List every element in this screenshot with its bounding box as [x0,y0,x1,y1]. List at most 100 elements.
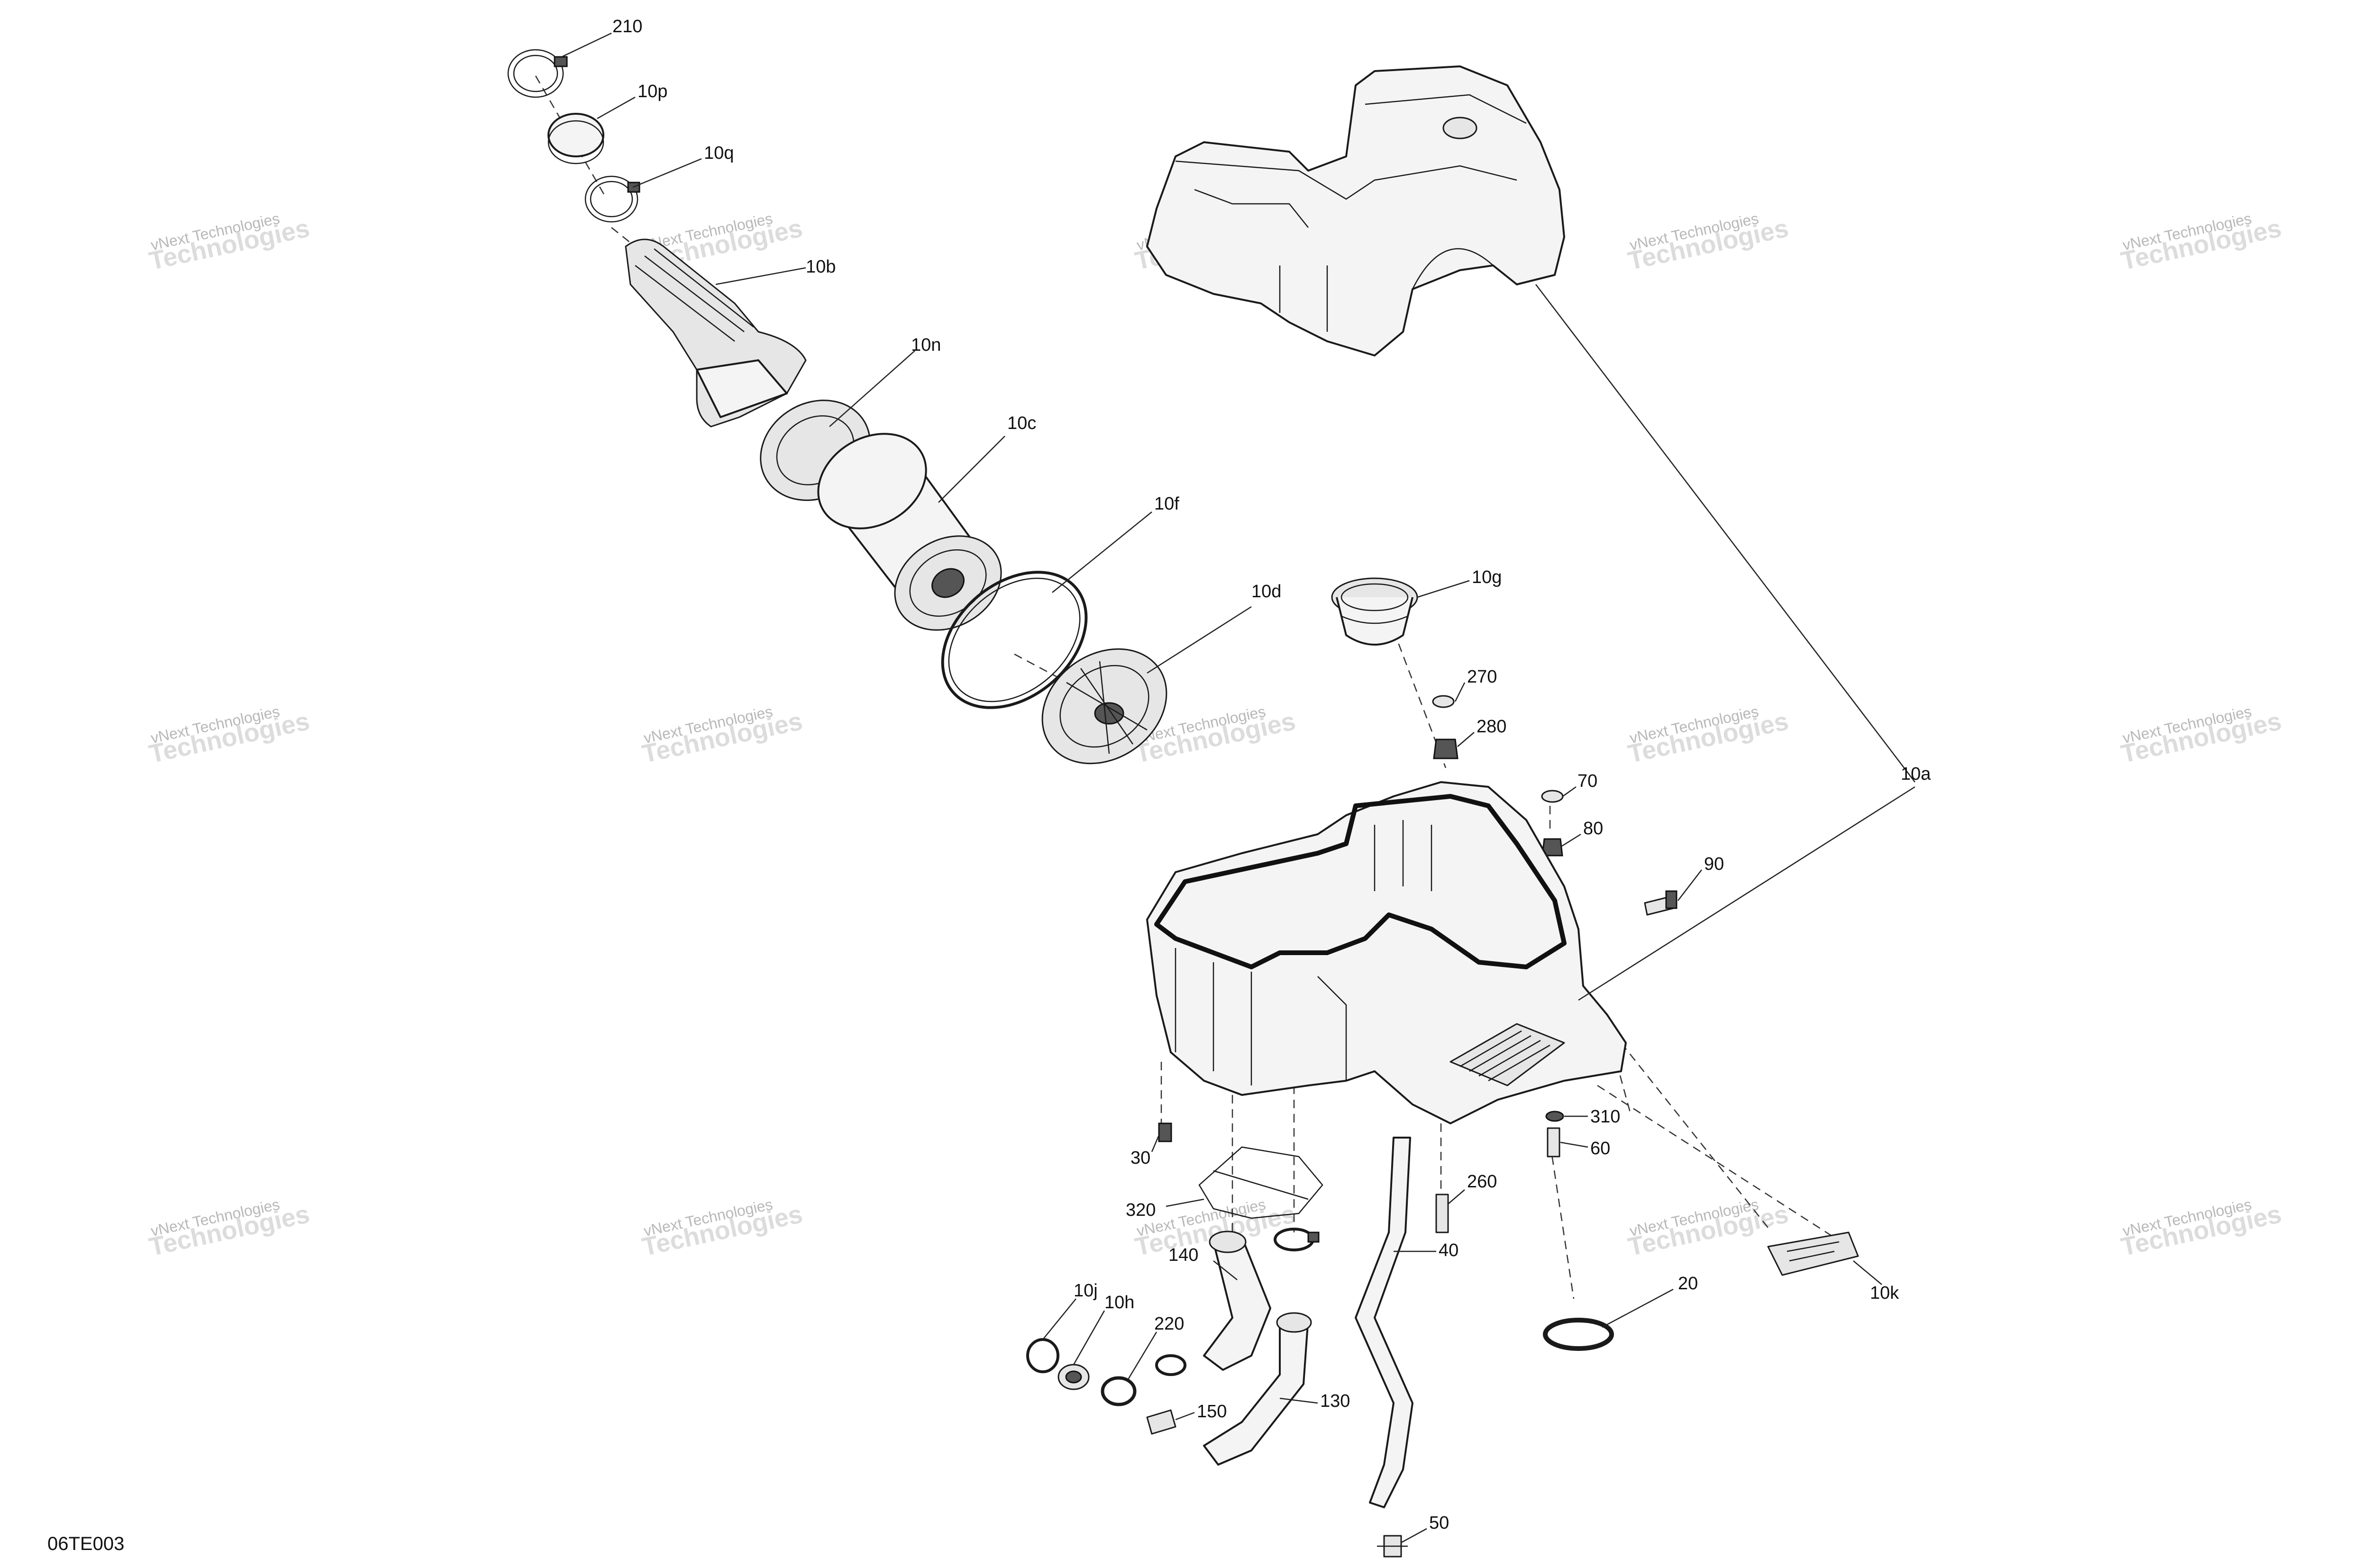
watermark: Technologies vNext Technologies [146,702,312,768]
leader-10n [829,350,915,427]
leader-260 [1448,1189,1465,1204]
watermark: Technologies vNext Technologies [2118,1195,2284,1261]
part-sleeve-10p [547,113,604,164]
part-upper-housing [1146,65,1565,356]
callout-10b: 10b [806,257,836,277]
leader-10g [1417,580,1470,598]
watermark: Technologies vNext Technologies [2118,210,2284,275]
part-clip-30 [1158,1122,1172,1142]
part-label-10k [1767,1231,1859,1276]
part-clamp-210 [507,49,568,98]
part-nut-280 [1433,738,1458,759]
callout-150: 150 [1197,1402,1227,1422]
part-clamp-20 [1543,1318,1614,1351]
part-washer-70 [1541,790,1564,803]
callout-320: 320 [1126,1200,1156,1220]
leader-10q [632,158,702,188]
callout-labels: 210 10p 10q 10b 10n 10c 10f 10d 10g 270 … [612,17,1931,1533]
axis-line [1549,1142,1575,1299]
leader-130 [1279,1397,1318,1404]
axis-line [1393,630,1447,768]
callout-10k: 10k [1870,1283,1899,1303]
part-bracket-320 [1198,1146,1323,1219]
part-drain-hose-40 [1355,1137,1413,1508]
callout-60: 60 [1590,1139,1610,1158]
watermark: Technologies vNext Technologies [146,210,312,275]
callout-310: 310 [1590,1107,1620,1127]
callout-50: 50 [1429,1513,1449,1533]
callout-70: 70 [1577,771,1597,791]
watermark: Technologies vNext Technologies [639,1195,805,1261]
leader-90 [1677,869,1702,901]
callout-280: 280 [1477,717,1506,737]
part-cover-10d [1041,648,1167,765]
leader-lines [561,32,1915,1544]
callout-270: 270 [1467,667,1497,687]
leader-150 [1175,1412,1195,1421]
callout-10n: 10n [911,335,941,355]
leader-10p [597,96,636,119]
leader-220 [1127,1331,1158,1380]
leader-10j [1042,1298,1076,1340]
diagram-code: 06TE003 [47,1533,124,1554]
callout-220: 220 [1154,1314,1184,1334]
leader-10b [715,267,806,285]
leader-10h [1073,1310,1105,1365]
part-intake-duct-10b [625,238,807,428]
leader-10f [1052,511,1152,593]
callout-140: 140 [1168,1245,1198,1265]
watermark: Technologies vNext Technologies [639,702,805,768]
part-washer-310 [1545,1111,1564,1122]
leader-280 [1457,732,1475,747]
callout-10f: 10f [1154,494,1179,514]
part-clamp-upper [1274,1228,1320,1251]
callout-90: 90 [1704,854,1724,874]
axis-line [1621,1042,1768,1228]
callout-260: 260 [1467,1172,1497,1192]
watermark: Technologies vNext Technologies [1625,702,1791,768]
callout-10j: 10j [1074,1281,1098,1301]
watermark: Technologies vNext Technologies [146,1195,312,1261]
part-seal-ring-10f [941,571,1088,709]
part-screw-60 [1547,1127,1560,1158]
callout-20: 20 [1678,1274,1698,1294]
part-clip-10j [1026,1338,1059,1373]
part-clamp-mid [1101,1376,1137,1406]
callout-30: 30 [1130,1148,1150,1168]
part-connector-10h [1057,1364,1090,1390]
leader-50 [1400,1528,1427,1544]
callout-10c: 10c [1007,413,1036,433]
callout-40: 40 [1439,1240,1458,1260]
callout-10p: 10p [638,82,667,101]
part-adapter-10g [1331,577,1418,646]
part-fitting-50 [1377,1535,1408,1558]
leader-270 [1454,682,1466,702]
leader-10k [1853,1260,1882,1285]
watermarks: Technologies vNext Technologies Technolo… [146,210,2284,1261]
leader-30 [1151,1135,1160,1152]
leader-80 [1561,833,1581,847]
callout-10q: 10q [704,143,734,163]
axis-line [1597,1085,1849,1248]
part-screw-260 [1435,1194,1449,1233]
callout-80: 80 [1583,819,1603,839]
leader-140 [1213,1260,1238,1280]
leader-70 [1562,786,1577,797]
callout-10a: 10a [1901,764,1931,784]
leader-10c [938,436,1005,503]
leader-10d [1147,606,1252,674]
part-washer-270 [1432,695,1455,708]
leader-20 [1602,1288,1674,1328]
part-clamp-220 [1155,1354,1186,1376]
part-fitting-150 [1146,1409,1176,1435]
leader-10a-lower [1578,786,1915,1001]
leader-60 [1560,1141,1588,1148]
watermark: Technologies vNext Technologies [1625,210,1791,275]
part-clamp-10q [584,175,640,223]
watermark: Technologies vNext Technologies [2118,702,2284,768]
callout-10d: 10d [1251,582,1281,602]
part-hose-140 [1203,1231,1271,1371]
part-screw-90 [1644,890,1677,916]
callout-210: 210 [612,17,642,36]
